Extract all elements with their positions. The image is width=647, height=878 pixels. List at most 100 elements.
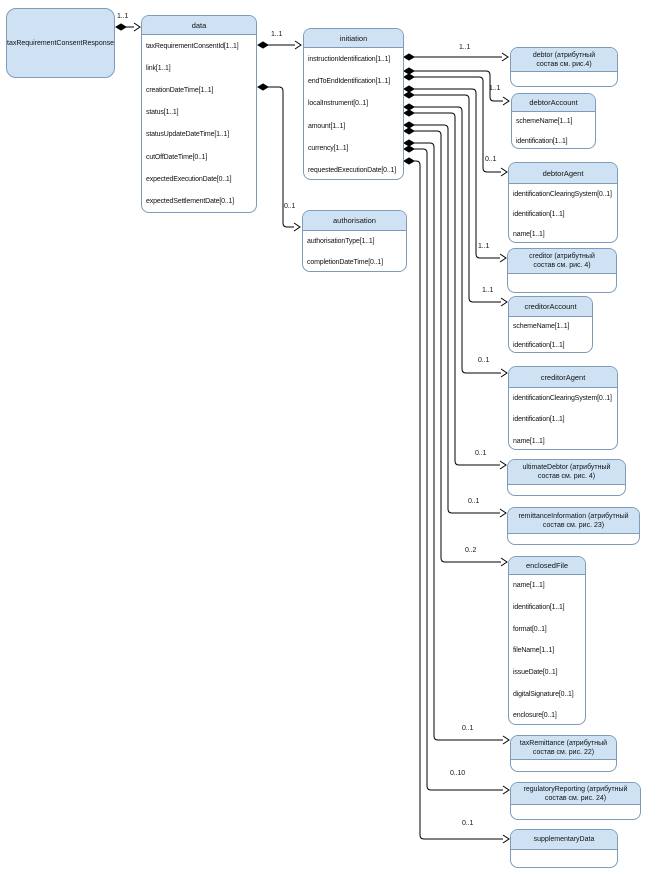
- field-status: status[1..1]: [146, 109, 179, 117]
- field-identification: identification[1..1]: [513, 416, 565, 424]
- composition-diamond-icon: [403, 73, 415, 81]
- node-data-title: data: [142, 16, 256, 35]
- edge-initiation-to-remittance-information: [403, 121, 507, 518]
- node-creditor-account-title: creditorAccount: [509, 297, 592, 317]
- field-completion-date-time: completionDateTime[0..1]: [307, 259, 383, 266]
- field-name: name[1..1]: [513, 231, 545, 239]
- node-enclosed-file-title: enclosedFile: [509, 557, 585, 575]
- node-debtor-agent-title: debtorAgent: [509, 163, 617, 184]
- arrowhead-icon: [500, 167, 508, 177]
- field-scheme-name: schemeName[1..1]: [513, 323, 570, 330]
- composition-diamond-icon: [115, 23, 127, 31]
- arrowhead-icon: [294, 40, 302, 50]
- cardinality-initiation-to-debtor: 1..1: [459, 44, 471, 51]
- field-creation-date-time: creationDateTime[1..1]: [146, 86, 214, 94]
- node-tax-remittance-line1: taxRemittance (атрибутный: [519, 739, 608, 747]
- field-identification: identification[1..1]: [513, 342, 565, 349]
- node-authorisation-title: authorisation: [303, 211, 406, 231]
- cardinality-initiation-to-tax-remittance: 0..1: [462, 725, 474, 732]
- field-identification: identification[1..1]: [513, 604, 565, 612]
- edge-initiation-to-debtor-agent: [403, 73, 508, 177]
- edge-initiation-to-debtor: [403, 52, 509, 62]
- composition-diamond-icon: [403, 157, 415, 165]
- node-supplementary-data-title: supplementaryData: [511, 830, 617, 850]
- edge-line: [414, 106, 501, 374]
- cardinality-initiation-to-remittance-information: 0..1: [468, 498, 480, 505]
- arrowhead-icon: [133, 22, 141, 32]
- node-ultimate-debtor: ultimateDebtor (атрибутный состав см. ри…: [507, 459, 626, 496]
- composition-diamond-icon: [257, 83, 269, 91]
- cardinality-initiation-to-debtor-agent: 0..1: [485, 156, 497, 163]
- cardinality-initiation-to-debtor-account: 1..1: [489, 85, 501, 92]
- edge-initiation-to-supplementary-data: [403, 157, 510, 844]
- field-identification-clearing-system: identificationClearingSystem[0..1]: [513, 190, 612, 198]
- edge-initiation-to-regulatory-reporting: [403, 145, 510, 795]
- field-authorisation-type: authorisationType[1..1]: [307, 238, 375, 245]
- field-file-name: fileName[1..1]: [513, 647, 555, 655]
- edge-line: [414, 130, 501, 563]
- edge-line: [414, 70, 503, 102]
- composition-diamond-icon: [403, 67, 415, 75]
- composition-diamond-icon: [403, 139, 415, 147]
- edge-initiation-to-debtor-account: [403, 67, 510, 106]
- composition-diamond-icon: [403, 85, 415, 93]
- field-identification: identification[1..1]: [516, 137, 568, 145]
- cardinality-initiation-to-supplementary-data: 0..1: [462, 820, 474, 827]
- node-ultimate-debtor-line1: ultimateDebtor (атрибутный: [522, 464, 611, 471]
- edge-line: [414, 142, 503, 741]
- node-initiation-title: initiation: [304, 29, 403, 48]
- edge-initiation-to-enclosed-file: [403, 127, 508, 567]
- field-enclosure: enclosure[0..1]: [513, 712, 557, 720]
- arrowhead-icon: [499, 508, 507, 518]
- node-tax-remittance-line2: состав см. рис. 22): [532, 748, 595, 756]
- node-creditor-account: creditorAccount schemeName[1..1] identif…: [508, 296, 593, 353]
- edge-line: [414, 76, 501, 173]
- node-regulatory-reporting-line2: состав см. рис. 24): [544, 794, 607, 802]
- node-enclosed-file: enclosedFile name[1..1] identification[1…: [508, 556, 586, 725]
- field-local-instrument: localInstrument[0..1]: [308, 100, 368, 108]
- cardinality-initiation-to-regulatory-reporting: 0..10: [450, 770, 466, 777]
- node-regulatory-reporting: regulatoryReporting (атрибутный состав с…: [510, 782, 641, 820]
- arrowhead-icon: [502, 735, 510, 745]
- field-link: link[1..1]: [146, 64, 171, 72]
- cardinality-initiation-to-ultimate-debtor: 0..1: [475, 450, 487, 457]
- node-supplementary-data: supplementaryData: [510, 829, 618, 868]
- composition-diamond-icon: [403, 127, 415, 135]
- node-remittance-information-line1: remittanceInformation (атрибутный: [518, 512, 629, 520]
- arrowhead-icon: [499, 253, 507, 263]
- node-debtor-agent: debtorAgent identificationClearingSystem…: [508, 162, 618, 243]
- node-authorisation: authorisation authorisationType[1..1] co…: [302, 210, 407, 272]
- cardinality-initiation-to-creditor-account: 1..1: [482, 287, 494, 294]
- node-creditor-agent-title: creditorAgent: [509, 367, 617, 388]
- composition-diamond-icon: [403, 145, 415, 153]
- field-format: format[0..1]: [513, 625, 547, 633]
- field-name: name[1..1]: [513, 437, 545, 445]
- field-end-to-end-identification: endToEndIdentification[1..1]: [308, 77, 391, 85]
- cardinality-root-to-data: 1..1: [117, 13, 129, 20]
- edge-line: [414, 124, 500, 514]
- edge-data-to-initiation: [257, 40, 302, 50]
- node-tax-requirement-consent-response: taxRequirementConsentResponse: [6, 8, 115, 78]
- node-remittance-information: remittanceInformation (атрибутный состав…: [507, 507, 640, 545]
- edge-initiation-to-creditor: [403, 85, 507, 263]
- node-remittance-information-line2: состав см. рис. 23): [542, 521, 605, 529]
- field-identification: identification[1..1]: [513, 210, 565, 218]
- edge-line: [268, 86, 294, 228]
- arrowhead-icon: [500, 297, 508, 307]
- node-tax-remittance: taxRemittance (атрибутный состав см. рис…: [510, 735, 617, 772]
- node-creditor-line2: состав см. рис. 4): [533, 262, 591, 269]
- edge-line: [414, 88, 500, 259]
- edge-line: [414, 112, 500, 466]
- field-expected-execution-date: expectedExecutionDate[0..1]: [146, 175, 232, 183]
- node-debtor-account-title: debtorAccount: [512, 94, 595, 112]
- cardinality-data-to-initiation: 1..1: [271, 31, 283, 38]
- node-debtor: debtor (атрибутный состав см. рис.4): [510, 47, 618, 87]
- node-creditor-agent: creditorAgent identificationClearingSyst…: [508, 366, 618, 450]
- edge-initiation-to-creditor-agent: [403, 103, 508, 378]
- arrowhead-icon: [499, 460, 507, 470]
- arrowhead-icon: [502, 785, 510, 795]
- field-currency: currency[1..1]: [308, 144, 349, 152]
- field-expected-settlement-date: expectedSettlementDate[0..1]: [146, 197, 235, 205]
